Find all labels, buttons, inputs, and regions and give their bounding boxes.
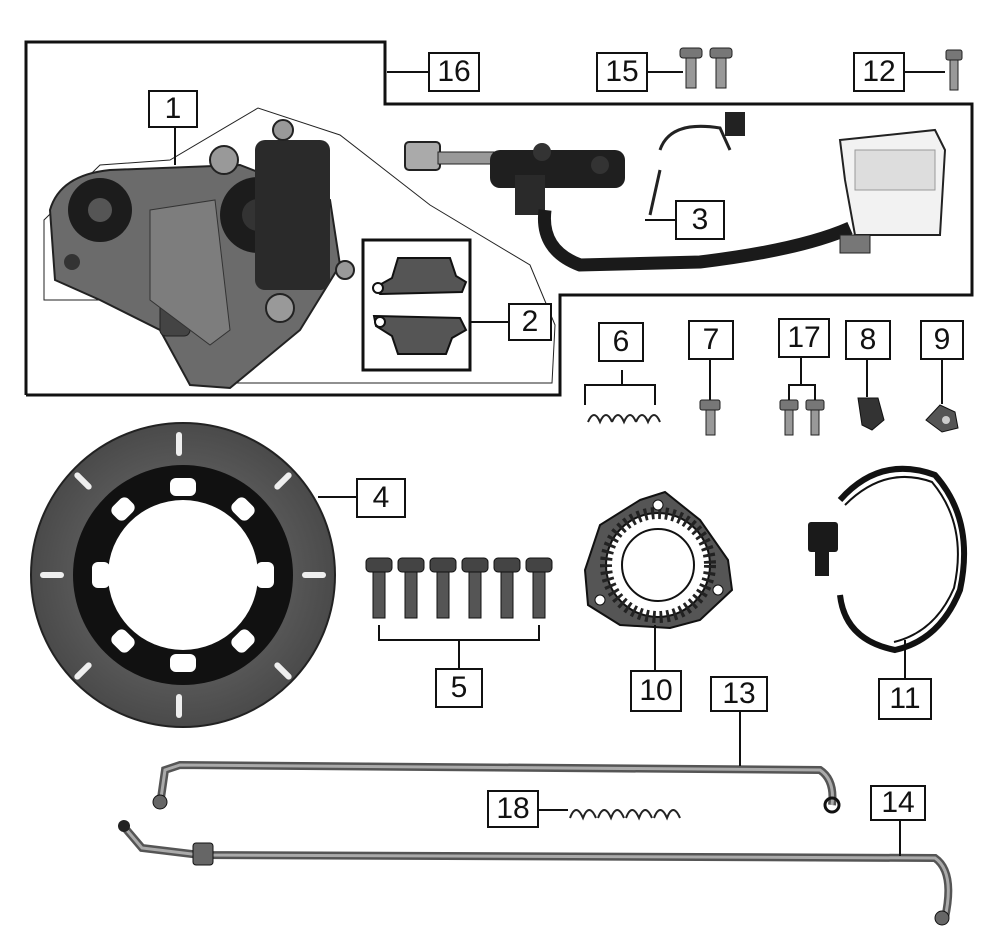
callout-16: 16 [428, 52, 480, 92]
callout-4: 4 [356, 478, 406, 518]
callout-1: 1 [148, 90, 198, 128]
bolts-icon [779, 399, 825, 436]
brake-caliper-icon [43, 107, 556, 390]
brake-disc-icon [30, 422, 336, 728]
callout-13: 13 [710, 676, 768, 712]
callout-14: 14 [870, 785, 926, 821]
callout-10: 10 [630, 670, 682, 712]
clips-icon [587, 414, 661, 425]
bolt-icon [699, 399, 721, 436]
bolt-icon [945, 49, 963, 91]
callout-5: 5 [435, 668, 483, 708]
clamp-icon [857, 397, 885, 431]
abs-tone-ring-icon [583, 490, 734, 630]
callout-11: 11 [878, 678, 932, 720]
callout-17: 17 [778, 318, 830, 358]
clips-icon [569, 809, 681, 821]
assembly-outline-icon [24, 40, 974, 397]
rear-master-cylinder-icon [404, 112, 947, 272]
banjo-bolts-icon [679, 47, 733, 89]
disc-bolts-icon [365, 557, 553, 619]
callout-3: 3 [675, 200, 725, 240]
callout-2: 2 [508, 303, 552, 341]
brake-pads-icon [361, 238, 472, 372]
callout-15: 15 [596, 52, 648, 92]
callout-12: 12 [853, 52, 905, 92]
callout-7: 7 [688, 320, 734, 360]
callout-18: 18 [487, 790, 539, 828]
abs-sensor-icon [808, 465, 968, 654]
callout-9: 9 [920, 320, 964, 360]
nut-icon [925, 404, 959, 433]
callout-6: 6 [598, 322, 644, 362]
brake-hose-icon [118, 820, 953, 926]
brake-hose-icon [152, 760, 841, 814]
callout-8: 8 [845, 320, 891, 360]
